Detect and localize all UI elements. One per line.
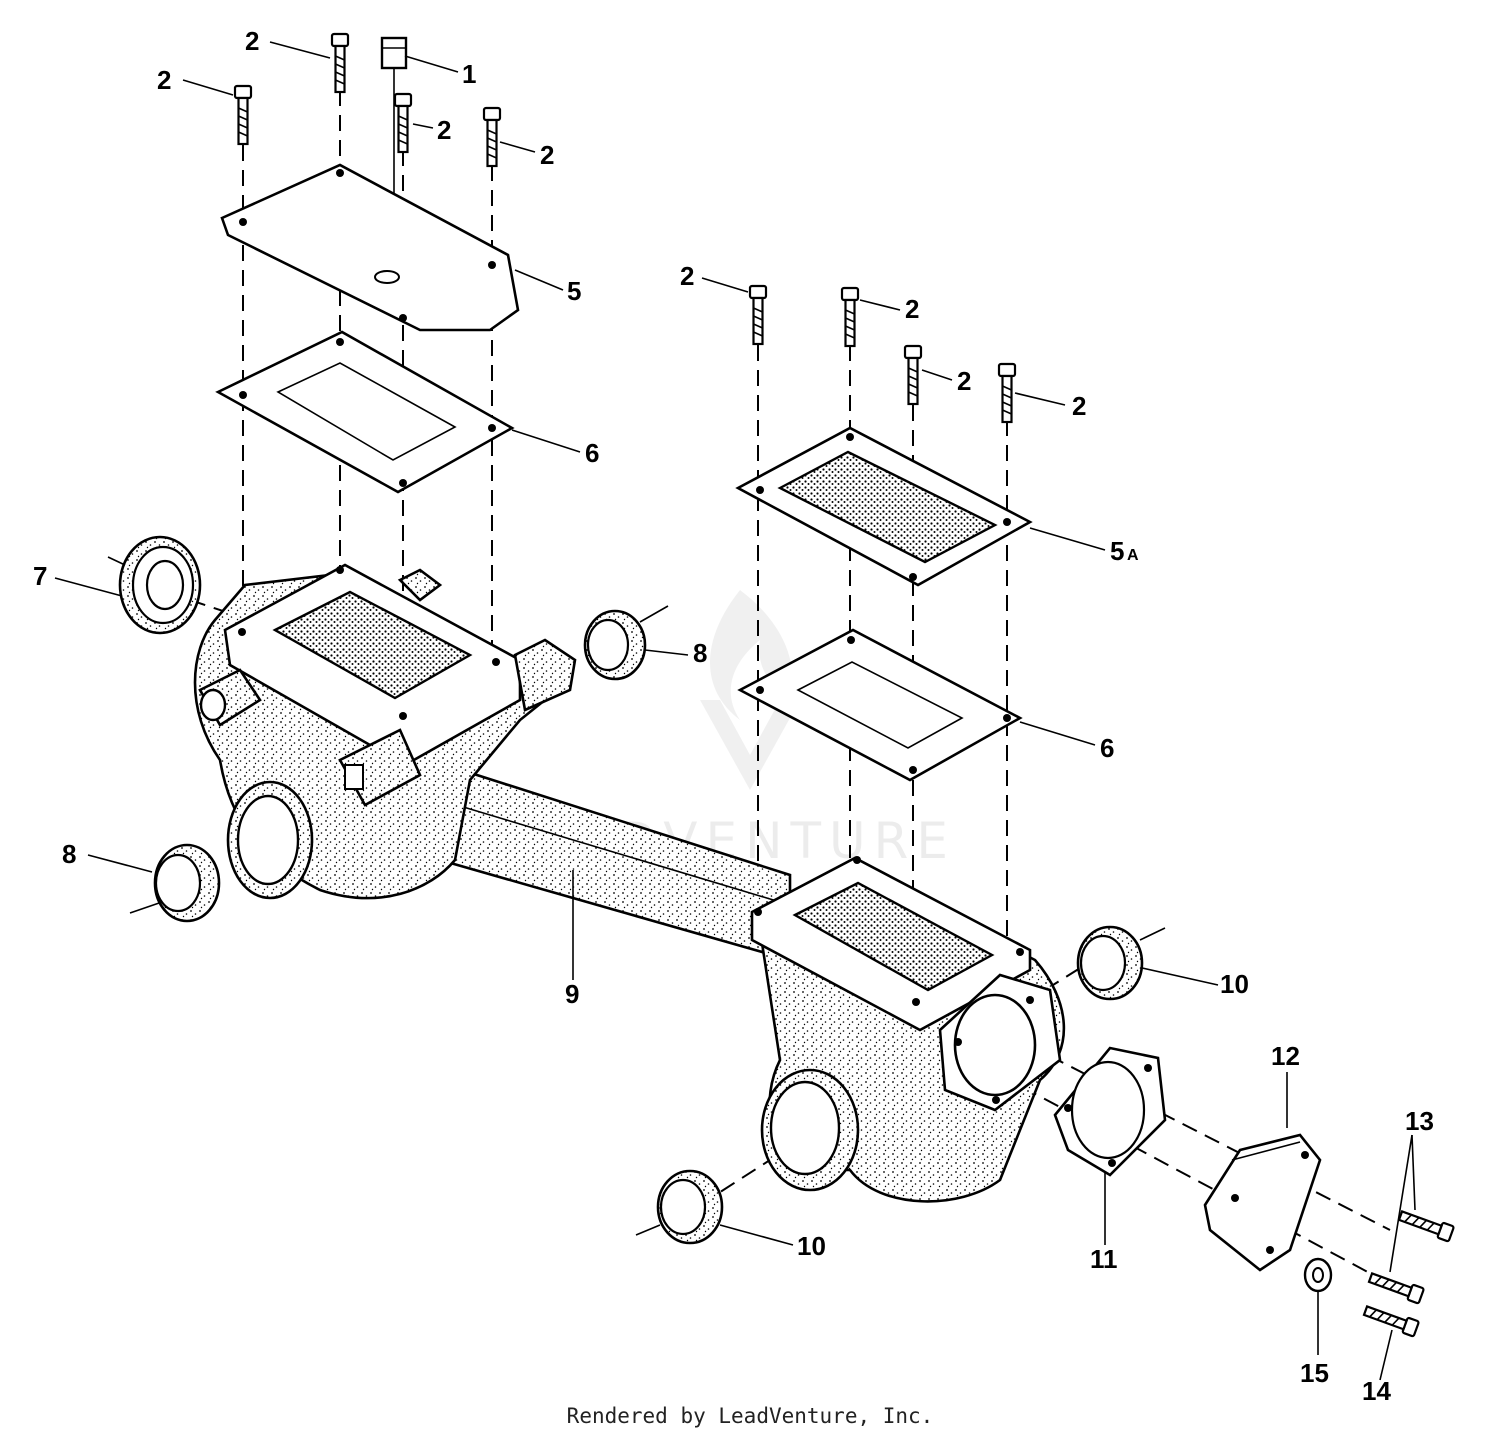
label-part-2: 2 <box>1072 391 1086 421</box>
end-plate-12 <box>1203 1133 1322 1272</box>
watermark-flame-icon <box>710 590 793 720</box>
bolt <box>1396 1207 1456 1243</box>
cover-5a <box>735 426 1033 587</box>
label-part-5a-suffix: A <box>1127 547 1139 564</box>
bolt <box>330 32 350 94</box>
label-part-2: 2 <box>540 140 554 170</box>
label-part-15: 15 <box>1300 1358 1329 1388</box>
bolt <box>748 284 768 346</box>
seal-8-upper <box>583 605 669 681</box>
bolt <box>903 344 923 406</box>
bolt <box>482 106 502 168</box>
label-part-2: 2 <box>437 115 451 145</box>
label-part-13: 13 <box>1405 1106 1434 1136</box>
gasket-11 <box>1053 1046 1167 1177</box>
seal-10-upper <box>1076 925 1166 1001</box>
bolt <box>840 286 860 348</box>
cover-plate-5 <box>220 163 520 332</box>
bearing-7 <box>107 535 202 635</box>
label-part-6: 6 <box>1100 733 1114 763</box>
label-part-2: 2 <box>957 366 971 396</box>
seal-8-lower <box>129 843 221 923</box>
label-part-1: 1 <box>462 59 476 89</box>
label-part-10: 10 <box>1220 969 1249 999</box>
bolt <box>233 84 253 146</box>
label-part-10: 10 <box>797 1231 826 1261</box>
label-part-8: 8 <box>693 638 707 668</box>
bolt <box>393 92 413 154</box>
gasket-6-right <box>737 628 1023 782</box>
label-part-2: 2 <box>245 26 259 56</box>
bolt <box>1366 1269 1426 1305</box>
label-part-11: 11 <box>1090 1244 1118 1274</box>
bolt <box>997 362 1017 424</box>
label-part-14: 14 <box>1362 1376 1391 1406</box>
label-part-6: 6 <box>585 438 599 468</box>
gasket-6-left <box>215 330 515 494</box>
axle-housing-9 <box>193 563 1066 1203</box>
bolts-13 <box>1366 1207 1456 1305</box>
watermark-v-icon <box>700 700 800 790</box>
label-part-2: 2 <box>905 294 919 324</box>
label-part-7: 7 <box>33 561 47 591</box>
leader-lines <box>54 41 1416 1381</box>
label-part-2: 2 <box>680 261 694 291</box>
label-part-12: 12 <box>1271 1041 1300 1071</box>
label-part-2: 2 <box>157 65 171 95</box>
label-part-5: 5 <box>567 276 581 306</box>
label-part-8: 8 <box>62 839 76 869</box>
label-part-9: 9 <box>565 979 579 1009</box>
washer-15 <box>1303 1257 1333 1293</box>
credit-footer: Rendered by LeadVenture, Inc. <box>566 1404 934 1428</box>
part-labels: 2 2 1 2 2 5 6 2 2 2 2 5 A 7 8 6 8 9 10 1… <box>33 26 1434 1406</box>
label-part-5a: 5 <box>1110 536 1124 566</box>
seal-10-lower <box>635 1169 724 1245</box>
